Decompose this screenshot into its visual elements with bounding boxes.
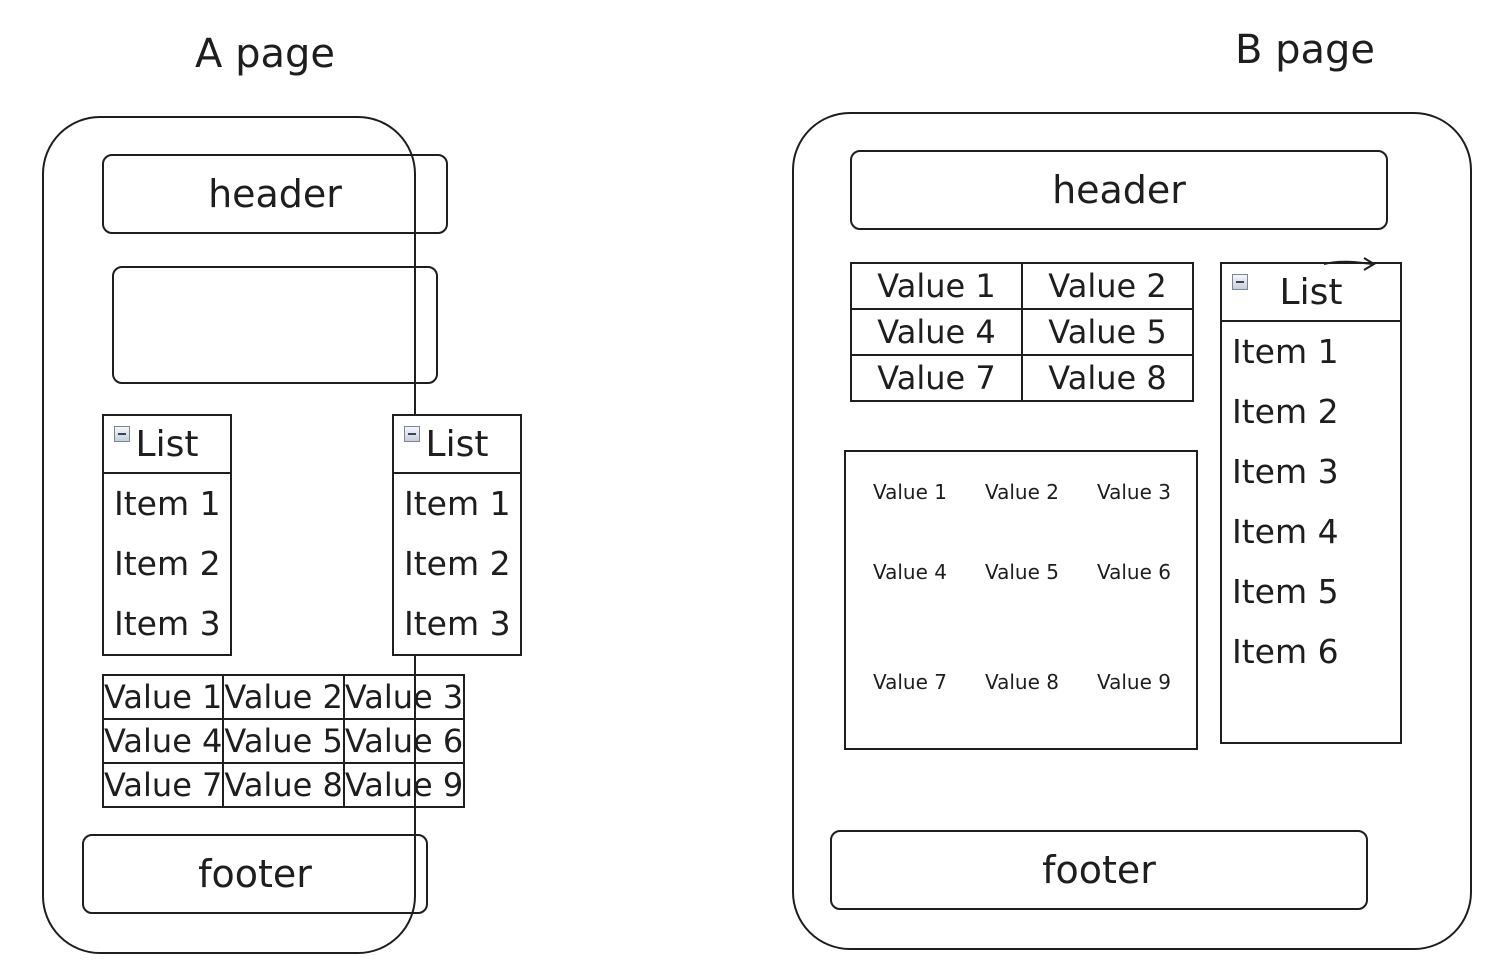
table-row: Value 7 Value 8 [850,354,1194,402]
table-cell[interactable]: Value 8 [1021,354,1194,402]
list-title: List [1279,271,1343,313]
table-row: Value 1 Value 2 [850,262,1194,310]
list-item[interactable]: Item 3 [404,604,511,643]
list-header: List [1222,264,1400,322]
table-cell[interactable]: Value 1 [101,674,225,720]
table-cell[interactable]: Value 7 [101,762,225,808]
table-cell[interactable]: Value 7 [850,354,1023,402]
collapse-icon[interactable] [1232,274,1248,290]
page-a-value-table: Value 1 Value 2 Value 3 Value 4 Value 5 … [101,674,466,808]
table-row: Value 7 Value 8 Value 9 [101,762,466,808]
page-a-list-2: List Item 1 Item 2 Item 3 [392,414,522,656]
list-header: List [104,416,230,474]
list-item[interactable]: Item 3 [114,604,221,643]
table-row: Value 4 Value 5 Value 6 [101,718,466,764]
page-a-title: A page [195,31,335,77]
grid-cell[interactable]: Value 1 [872,480,947,504]
table-cell[interactable]: Value 5 [1021,308,1194,356]
arrow-icon [1323,257,1376,271]
list-item[interactable]: Item 1 [404,484,511,523]
collapse-icon[interactable] [114,426,130,442]
header-label: header [208,172,342,216]
grid-cell[interactable]: Value 5 [984,560,1059,584]
page-a-list-1: List Item 1 Item 2 Item 3 [102,414,232,656]
grid-cell[interactable]: Value 8 [984,670,1059,694]
list-item[interactable]: Item 5 [1232,572,1339,611]
list-item[interactable]: Item 1 [114,484,221,523]
page-b-value-table: Value 1 Value 2 Value 4 Value 5 Value 7 … [850,262,1194,402]
page-a-header: header [102,154,448,234]
table-cell[interactable]: Value 6 [342,718,466,764]
list-item[interactable]: Item 6 [1232,632,1339,671]
page-b-list: List Item 1 Item 2 Item 3 Item 4 Item 5 … [1220,262,1402,744]
list-item[interactable]: Item 2 [1232,392,1339,431]
grid-cell[interactable]: Value 6 [1096,560,1171,584]
table-cell[interactable]: Value 3 [342,674,466,720]
table-cell[interactable]: Value 1 [850,262,1023,310]
page-b-frame [792,112,1472,950]
grid-cell[interactable]: Value 2 [984,480,1059,504]
table-cell[interactable]: Value 2 [1021,262,1194,310]
grid-cell[interactable]: Value 9 [1096,670,1171,694]
list-item[interactable]: Item 4 [1232,512,1339,551]
table-row: Value 4 Value 5 [850,308,1194,356]
list-title: List [135,423,199,465]
table-cell[interactable]: Value 4 [850,308,1023,356]
header-label: header [1052,168,1186,212]
collapse-icon[interactable] [404,426,420,442]
list-header: List [394,416,520,474]
table-row: Value 1 Value 2 Value 3 [101,674,466,720]
page-a-footer: footer [82,834,428,914]
list-title: List [425,423,489,465]
list-item[interactable]: Item 1 [1232,332,1339,371]
grid-cell[interactable]: Value 7 [872,670,947,694]
page-b-header: header [850,150,1388,230]
page-b-title: B page [1234,27,1376,73]
list-item[interactable]: Item 2 [114,544,221,583]
grid-cell[interactable]: Value 4 [872,560,947,584]
page-b-footer: footer [830,830,1368,910]
table-cell[interactable]: Value 2 [222,674,345,720]
table-cell[interactable]: Value 9 [342,762,466,808]
list-item[interactable]: Item 3 [1232,452,1339,491]
grid-cell[interactable]: Value 3 [1096,480,1171,504]
page-b-value-grid: Value 1 Value 2 Value 3 Value 4 Value 5 … [844,450,1198,750]
footer-label: footer [1042,848,1156,892]
list-item[interactable]: Item 2 [404,544,511,583]
table-cell[interactable]: Value 4 [101,718,225,764]
footer-label: footer [198,852,312,896]
table-cell[interactable]: Value 8 [222,762,345,808]
page-a-content-placeholder [112,266,438,384]
table-cell[interactable]: Value 5 [222,718,345,764]
